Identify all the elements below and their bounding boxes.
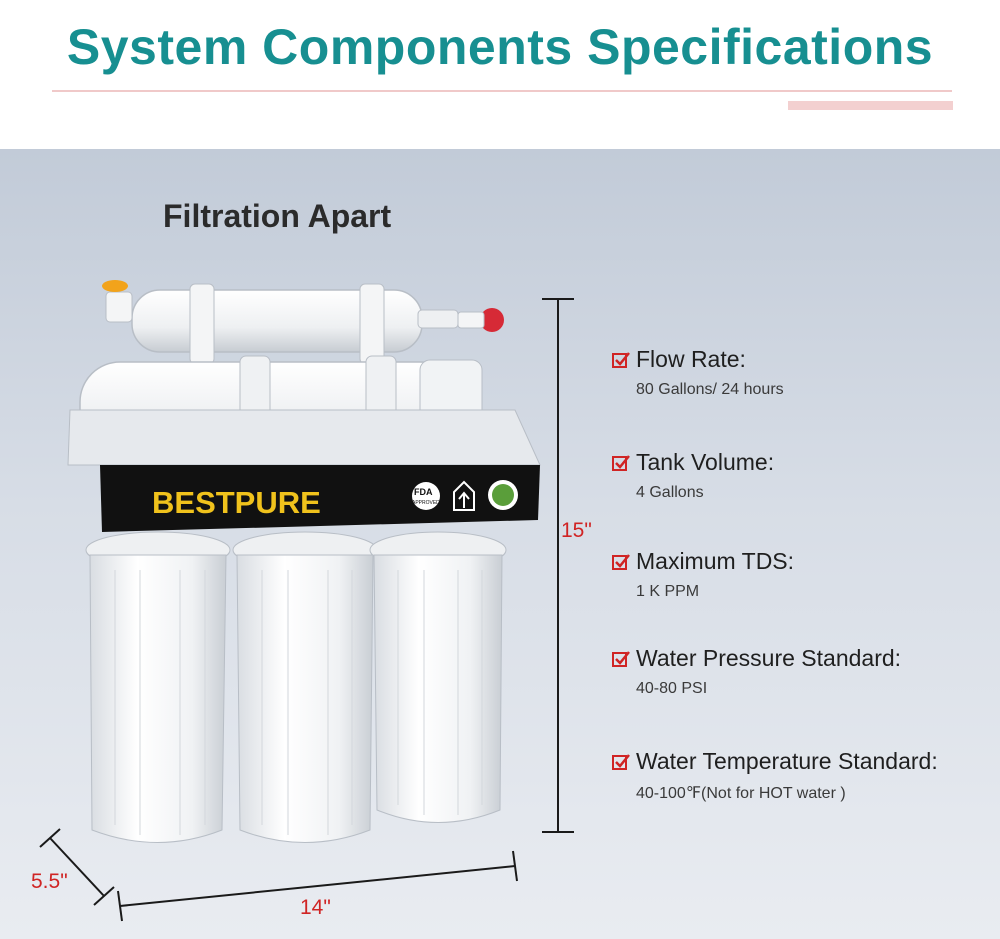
section-title: Filtration Apart xyxy=(163,198,392,234)
title-accent-bar xyxy=(788,101,953,110)
spec-item-water-pressure: Water Pressure Standard: 40-80 PSI xyxy=(612,645,992,698)
spec-value: 80 Gallons/ 24 hours xyxy=(636,381,784,398)
spec-label: Tank Volume: xyxy=(636,449,775,475)
spec-item-tank-volume: Tank Volume: 4 Gallons xyxy=(612,449,992,502)
height-dimension-label: 15" xyxy=(561,519,592,542)
brand-logo-text: BESTPURE xyxy=(152,485,321,520)
spec-value: 40-80 PSI xyxy=(636,680,708,697)
spec-value: 1 K PPM xyxy=(636,583,700,600)
spec-item-water-temperature: Water Temperature Standard: 40-100℉(Not … xyxy=(612,748,992,803)
spec-label: Water Pressure Standard: xyxy=(636,645,902,671)
title-divider xyxy=(52,90,952,92)
certification-seal-icon xyxy=(488,480,518,510)
check-icon xyxy=(612,650,630,667)
home-arrow-icon xyxy=(453,480,475,511)
check-icon xyxy=(612,351,630,368)
check-icon xyxy=(612,753,630,770)
fda-badge-text: FDA xyxy=(414,487,433,497)
page-header: System Components Specifications xyxy=(0,0,1000,149)
spec-label: Flow Rate: xyxy=(636,346,746,372)
check-icon xyxy=(612,553,630,570)
depth-dimension-label: 5.5" xyxy=(31,870,68,893)
page-title: System Components Specifications xyxy=(66,19,934,75)
check-icon xyxy=(612,454,630,471)
spec-value: 4 Gallons xyxy=(636,484,704,501)
spec-label: Water Temperature Standard: xyxy=(636,748,938,774)
fda-badge-sub: APPROVED xyxy=(412,500,440,506)
filter-system-image: BESTPURE FDA APPROVED xyxy=(67,280,541,843)
spec-item-flow-rate: Flow Rate: 80 Gallons/ 24 hours xyxy=(612,346,992,399)
spec-item-maximum-tds: Maximum TDS: 1 K PPM xyxy=(612,548,992,601)
spec-label: Maximum TDS: xyxy=(636,548,795,574)
spec-value: 40-100℉(Not for HOT water ) xyxy=(636,785,846,802)
width-dimension-label: 14" xyxy=(300,896,331,919)
